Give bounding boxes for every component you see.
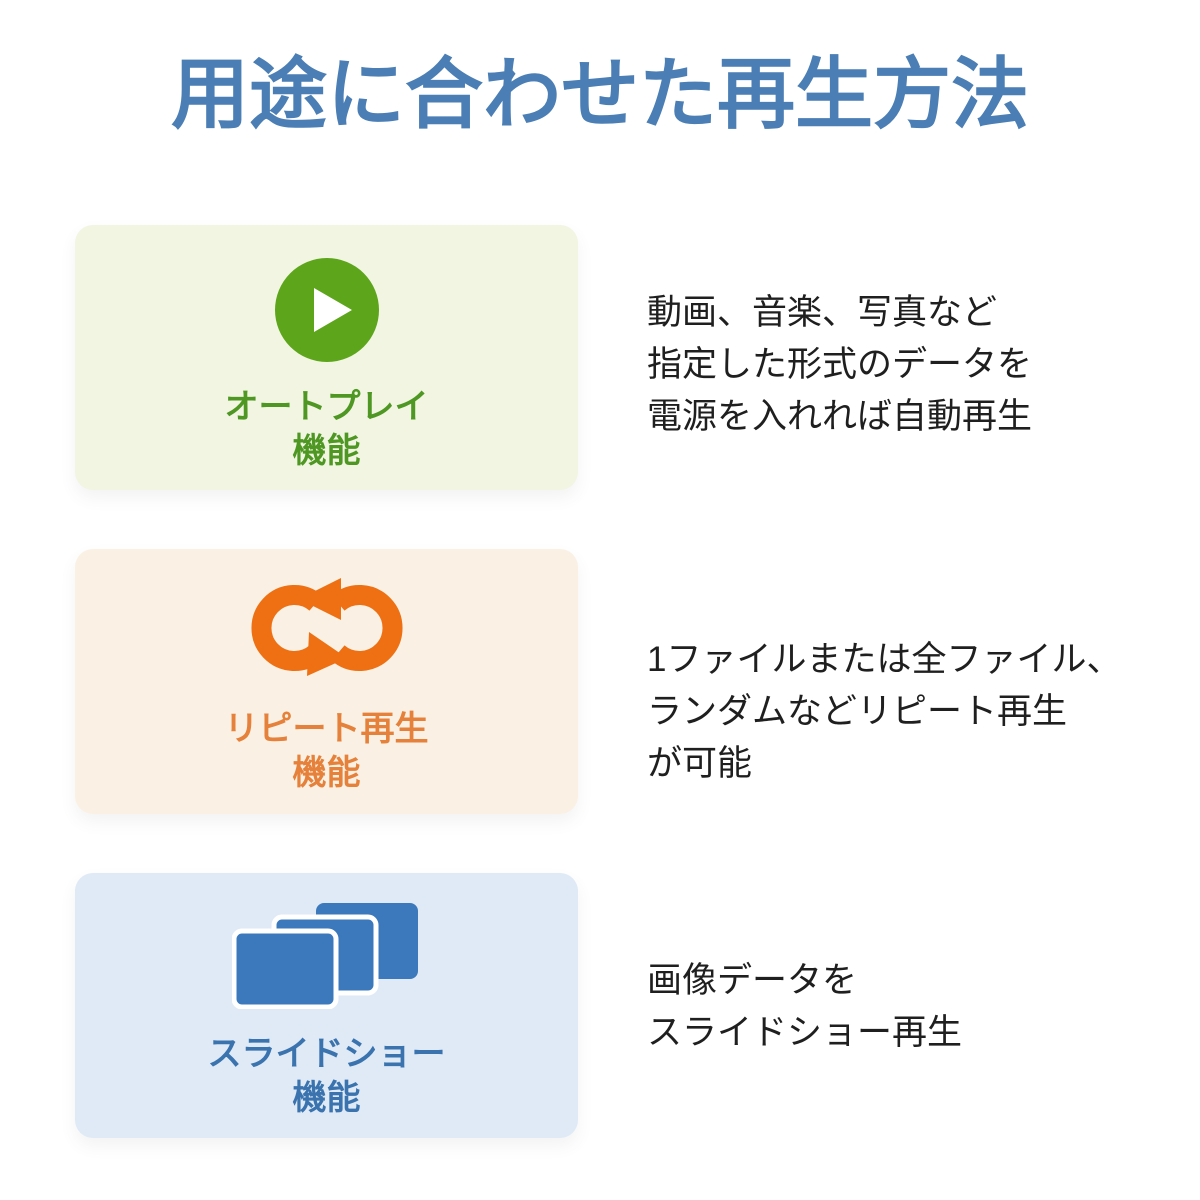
card-label-line2: 機能	[292, 432, 361, 470]
card-label-repeat: リピート再生 機能	[225, 707, 429, 795]
description-line: 動画、音楽、写真など	[647, 293, 998, 332]
card-label-line2: 機能	[292, 1079, 361, 1117]
description-line: スライドショー再生	[647, 1013, 963, 1052]
play-icon	[274, 258, 379, 367]
description-line: 指定した形式のデータを	[647, 345, 1033, 384]
slideshow-icon	[231, 903, 422, 1014]
card-label-line1: オートプレイ	[224, 388, 429, 426]
feature-description-slideshow: 画像データを スライドショー再生	[647, 955, 962, 1059]
description-line: 1ファイルまたは全ファイル、	[647, 640, 1122, 679]
card-label-slideshow: スライドショー 機能	[208, 1032, 446, 1120]
card-label-line2: 機能	[292, 754, 361, 792]
description-line: が可能	[647, 744, 753, 783]
description-line: 画像データを	[647, 961, 858, 1000]
feature-card-autoplay: オートプレイ 機能	[75, 225, 578, 490]
feature-card-slideshow: スライドショー 機能	[75, 873, 578, 1138]
description-line: ランダムなどリピート再生	[647, 692, 1068, 731]
page-title: 用途に合わせた再生方法	[170, 50, 1029, 138]
feature-card-repeat: リピート再生 機能	[75, 549, 578, 814]
feature-description-repeat: 1ファイルまたは全ファイル、 ランダムなどリピート再生 が可能	[647, 634, 1121, 790]
feature-description-autoplay: 動画、音楽、写真など 指定した形式のデータを 電源を入れれば自動再生	[647, 287, 1032, 443]
repeat-icon	[247, 572, 407, 689]
description-line: 電源を入れれば自動再生	[647, 397, 1033, 436]
card-label-line1: スライドショー	[207, 1035, 446, 1073]
card-label-autoplay: オートプレイ 機能	[225, 385, 429, 473]
card-label-line1: リピート再生	[224, 710, 429, 748]
